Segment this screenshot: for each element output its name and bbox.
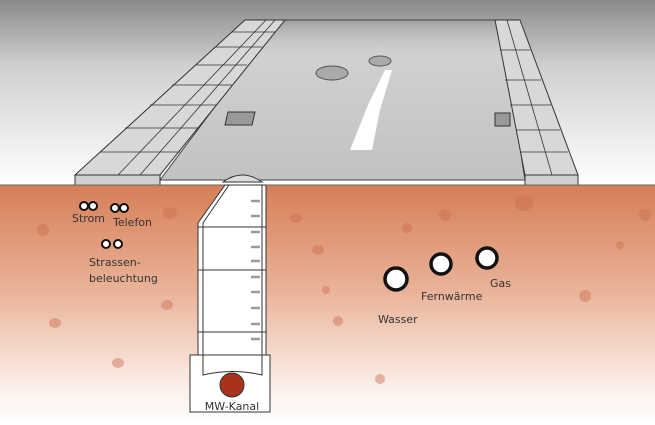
soil-stones: [37, 195, 651, 384]
sewer-pipe: [219, 372, 245, 398]
left-drain: [224, 111, 256, 126]
manhole-cover: [368, 55, 392, 67]
pipes: [383, 246, 499, 292]
manhole-cover: [315, 65, 349, 81]
right-drain: [494, 112, 511, 127]
pipe-gas: [475, 246, 499, 270]
label-strom: Strom: [72, 212, 105, 225]
soil: [0, 185, 655, 425]
label-wasser: Wasser: [378, 313, 418, 326]
label-telefon: Telefon: [112, 216, 152, 229]
pipe-wasser: [383, 266, 409, 292]
pipe-fernwaerme: [429, 252, 453, 276]
label-strassen-1: Strassen-: [89, 256, 141, 269]
cable-strassenbeleuchtung: [101, 239, 111, 249]
label-strassen-2: beleuchtung: [89, 272, 158, 285]
cables: [79, 201, 129, 249]
right-sidewalk-tiles: [500, 19, 568, 176]
lane-marking: [350, 70, 392, 150]
label-fernwaerme: Fernwärme: [421, 290, 483, 303]
cable-telefon: [110, 203, 120, 213]
left-curb: [74, 174, 161, 186]
left-sidewalk-tiles: [100, 19, 276, 176]
label-mw-kanal: MW-Kanal: [205, 400, 259, 413]
label-gas: Gas: [490, 277, 511, 290]
cable-strom: [79, 201, 89, 211]
right-curb: [524, 174, 579, 186]
